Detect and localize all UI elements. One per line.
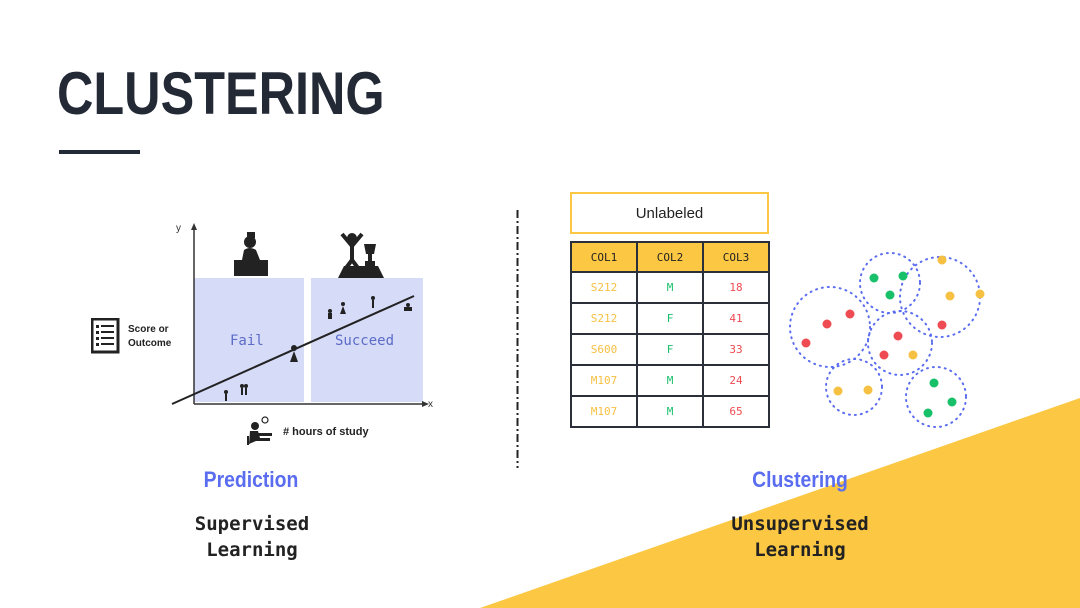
table-cell: 65 xyxy=(702,395,770,428)
data-point xyxy=(893,331,903,341)
table-row: S212 M 18 xyxy=(570,271,770,304)
data-point xyxy=(923,408,933,418)
cluster-ring xyxy=(905,366,967,428)
table-row: S212 F 41 xyxy=(570,302,770,335)
cluster-ring xyxy=(867,310,933,376)
trophy-winner-icon xyxy=(338,232,384,278)
table-header-cell: COL2 xyxy=(636,241,704,273)
prediction-heading: Prediction xyxy=(203,467,299,492)
table-row: M107 M 65 xyxy=(570,395,770,428)
sad-student-icon xyxy=(234,232,268,276)
data-point xyxy=(975,289,985,299)
clustering-heading: Clustering xyxy=(752,467,848,492)
data-point xyxy=(885,290,895,300)
x-axis-label: x xyxy=(428,399,433,410)
data-point xyxy=(863,385,873,395)
y-axis-label: y xyxy=(176,223,181,234)
table-cell: F xyxy=(636,333,704,366)
table-cell: M xyxy=(636,395,704,428)
table-cell: 41 xyxy=(702,302,770,335)
data-point xyxy=(801,338,811,348)
cluster-ring xyxy=(789,286,871,368)
table-cell: 18 xyxy=(702,271,770,304)
table-cell: 33 xyxy=(702,333,770,366)
table-cell: M107 xyxy=(570,395,638,428)
data-point xyxy=(879,350,889,360)
walking-people-icon xyxy=(224,296,412,401)
score-outcome-label: Score or Outcome xyxy=(128,324,172,349)
succeed-panel xyxy=(311,278,423,402)
slide-title: CLUSTERING xyxy=(57,60,385,127)
table-cell: S212 xyxy=(570,271,638,304)
data-point xyxy=(908,350,918,360)
succeed-label: Succeed xyxy=(335,333,394,349)
table-cell: M107 xyxy=(570,364,638,397)
table-header-row: COL1 COL2 COL3 xyxy=(570,241,770,273)
unlabeled-label: Unlabeled xyxy=(570,192,769,234)
data-point xyxy=(937,320,947,330)
table-row: M107 M 24 xyxy=(570,364,770,397)
prediction-chart: y x Fail Succeed xyxy=(171,223,433,410)
table-cell: S212 xyxy=(570,302,638,335)
data-point xyxy=(937,255,947,265)
table-header-cell: COL3 xyxy=(702,241,770,273)
data-point xyxy=(845,309,855,319)
data-point xyxy=(929,378,939,388)
title-underline xyxy=(59,150,140,154)
table-cell: M xyxy=(636,364,704,397)
table-cell: M xyxy=(636,271,704,304)
cluster-ring xyxy=(825,358,883,416)
section-divider xyxy=(516,210,519,468)
data-point xyxy=(947,397,957,407)
cluster-diagram xyxy=(789,252,985,428)
cluster-points xyxy=(801,255,985,418)
table-row: S600 F 33 xyxy=(570,333,770,366)
student-studying-icon xyxy=(247,416,272,445)
data-table: COL1 COL2 COL3 S212 M 18 S212 F 41 S600 … xyxy=(570,241,770,428)
table-cell: S600 xyxy=(570,333,638,366)
hours-of-study-label: # hours of study xyxy=(283,426,369,438)
data-point xyxy=(833,386,843,396)
table-header-cell: COL1 xyxy=(570,241,638,273)
data-point xyxy=(822,319,832,329)
supervised-learning-label: Supervised Learning xyxy=(194,513,310,561)
fail-label: Fail xyxy=(230,333,264,349)
table-cell: 24 xyxy=(702,364,770,397)
fail-panel xyxy=(194,278,304,402)
checklist-icon xyxy=(91,318,120,354)
table-cell: F xyxy=(636,302,704,335)
unsupervised-learning-label: Unsupervised Learning xyxy=(731,513,869,561)
data-point xyxy=(945,291,955,301)
data-point xyxy=(898,271,908,281)
cluster-ring xyxy=(859,252,921,314)
data-point xyxy=(869,273,879,283)
